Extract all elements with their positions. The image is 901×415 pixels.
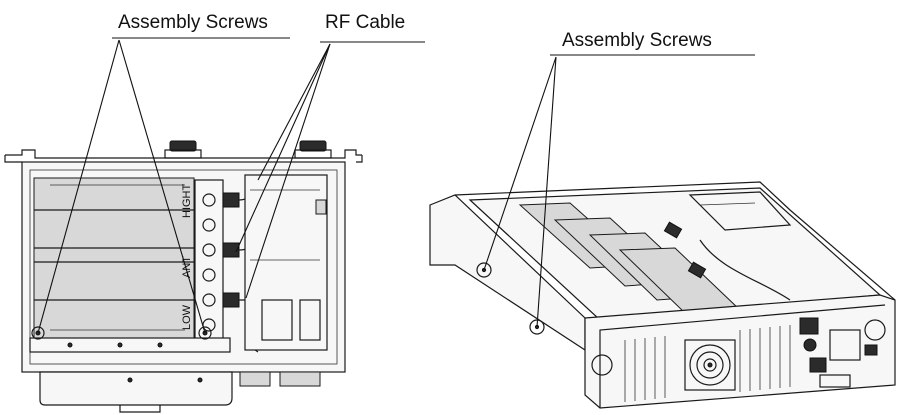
knob-left: [169, 140, 197, 152]
bottom-cover: [39, 371, 233, 406]
knob-right: [299, 140, 327, 152]
left-chassis-view: HIGHT ANT LOW: [4, 12, 425, 413]
left-rack-ear: [4, 155, 22, 163]
filter-label-low: LOW: [181, 304, 193, 330]
assembly-screws-label-left: Assembly Screws: [118, 12, 268, 33]
cavity-filter: [33, 177, 195, 339]
right-screws-leader-1: [483, 56, 557, 271]
front-display: [829, 329, 861, 361]
rf-connector-high: [222, 192, 240, 208]
circuit-board: [244, 174, 328, 351]
front-knob: [864, 319, 886, 341]
side-connector: [591, 354, 613, 376]
rf-leader-1: [257, 43, 331, 181]
front-connector-2: [803, 338, 817, 352]
knob-left-base: [164, 149, 202, 159]
rf-leader-2: [235, 43, 331, 253]
front-port-1: [809, 357, 827, 373]
left-screw-1: [31, 326, 45, 340]
right-chassis-view: Assembly Screws: [429, 30, 896, 409]
top-edge: [454, 181, 896, 301]
front-connector-1: [799, 317, 819, 335]
right-screws-leader-2: [536, 56, 557, 328]
right-cable: [699, 239, 791, 301]
assembly-screws-label-right: Assembly Screws: [562, 30, 712, 51]
knob-right-base: [294, 149, 332, 159]
bottom-rail: [29, 337, 231, 353]
right-board: [688, 191, 792, 231]
fan-icon: [689, 344, 731, 386]
front-port-2: [819, 374, 851, 388]
rf-cable-label: RF Cable: [325, 12, 405, 33]
chassis-inner-wall: [29, 169, 338, 365]
duplexer-column: [194, 179, 224, 341]
screws-leader-2: [118, 39, 206, 334]
right-screw-1: [476, 262, 492, 278]
right-rack-ear: [356, 155, 363, 163]
rf-connector-low: [222, 292, 240, 308]
rf-leader-3: [245, 43, 331, 299]
screws-leader-1: [37, 39, 120, 334]
left-screw-2: [198, 326, 212, 340]
filter-label-high: HIGHT: [181, 184, 193, 219]
heatsink-fins: [624, 325, 791, 402]
front-port-3: [864, 344, 878, 356]
